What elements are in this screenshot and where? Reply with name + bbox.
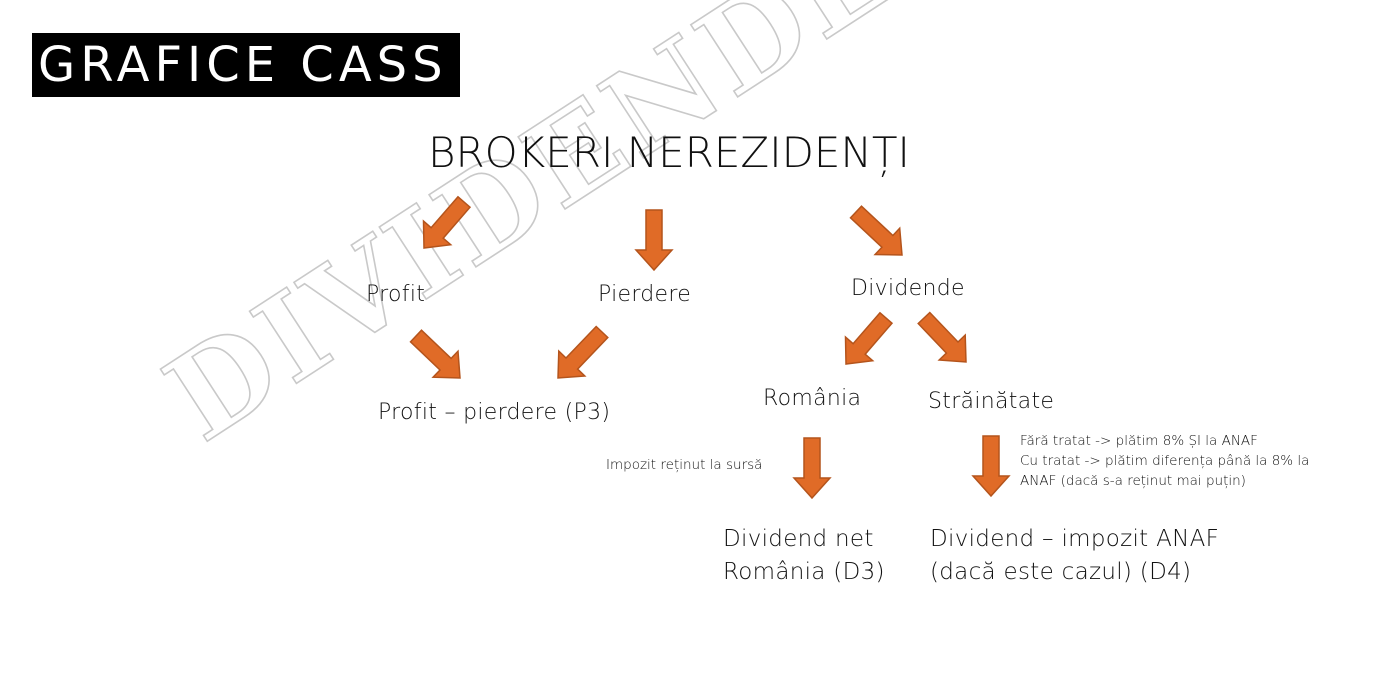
- arrow-to-romania: [844, 311, 894, 365]
- arrow-to-pierdere: [634, 209, 674, 272]
- node-pierdere: Pierdere: [598, 282, 692, 307]
- node-strainatate: Străinătate: [928, 389, 1055, 414]
- page-title: GRAFICE CASS: [32, 33, 460, 97]
- node-romania: România: [763, 386, 862, 411]
- note-tratat: Fără tratat -> plătim 8% ȘI la ANAF Cu t…: [1020, 433, 1310, 489]
- arrow-strainatate-down: [971, 435, 1011, 498]
- diagram-heading: BROKERI NEREZIDENȚI: [428, 128, 910, 177]
- node-dividend-net: Dividend net România (D3): [723, 526, 885, 585]
- node-dividend-impozit: Dividend – impozit ANAF (dacă este cazul…: [930, 526, 1220, 585]
- note-impozit-retinut: Impozit reținut la sursă: [606, 457, 763, 473]
- arrow-to-dividende: [849, 205, 903, 256]
- node-dividende: Dividende: [851, 276, 965, 301]
- arrow-to-strainatate: [917, 311, 967, 363]
- arrow-pierdere-to-result: [557, 325, 609, 379]
- node-profit: Profit: [366, 282, 426, 307]
- arrow-profit-to-result: [409, 329, 461, 379]
- arrow-romania-down: [792, 437, 832, 500]
- node-profit-pierdere: Profit – pierdere (P3): [378, 400, 611, 425]
- arrow-to-profit: [422, 195, 472, 249]
